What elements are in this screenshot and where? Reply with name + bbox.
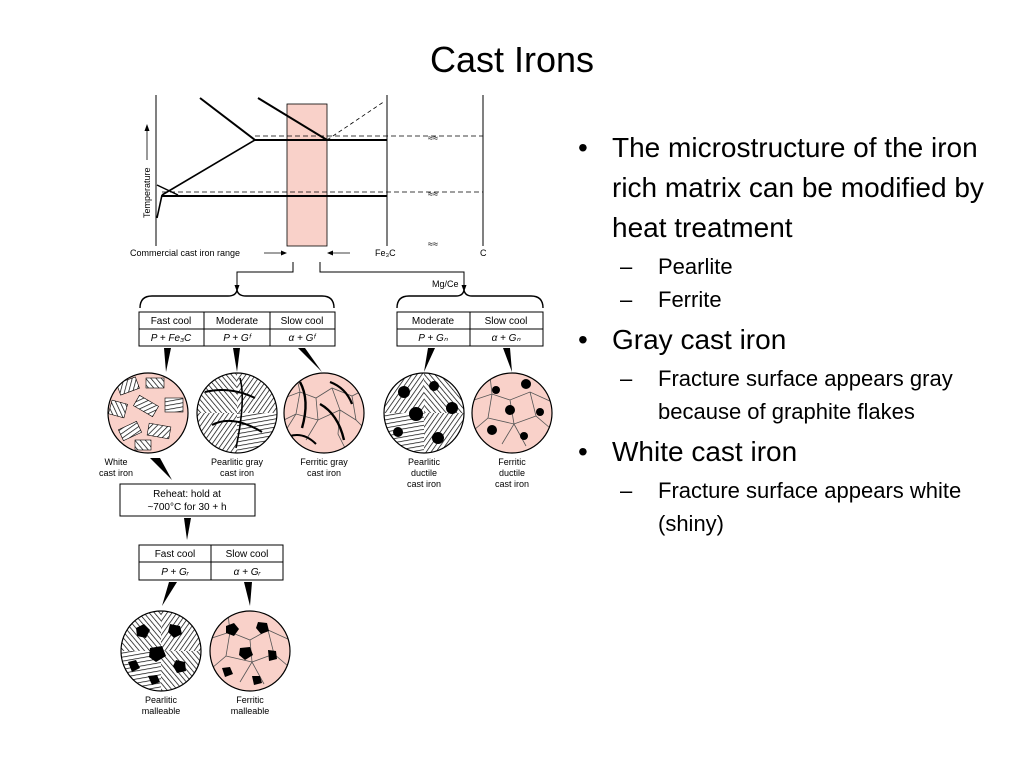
solidus-line — [161, 139, 256, 196]
phase-diagram: Temperature ≈≈ ≈≈ ≈≈ Commercial cast iro… — [130, 95, 487, 258]
bullet-text: The microstructure of the iron rich matr… — [612, 132, 984, 243]
hdr-ductile-moderate: Moderate — [412, 316, 455, 327]
brace-right — [396, 289, 544, 309]
hdr-ductile-slow: Slow cool — [485, 316, 528, 327]
dash-glyph: – — [620, 366, 633, 391]
sub-bullet-item: –Fracture surface appears white (shiny) — [612, 474, 1002, 540]
phase-a-gn: α + Gₙ — [492, 333, 522, 344]
range-arrow-left-head — [281, 250, 287, 256]
label-fgray-1: Ferritic gray — [300, 457, 348, 467]
y-axis-label: Temperature — [142, 167, 152, 218]
dash-glyph: – — [620, 478, 633, 503]
cast-iron-diagram: Temperature ≈≈ ≈≈ ≈≈ Commercial cast iro… — [99, 95, 553, 716]
bullet-item: • Gray cast iron –Fracture surface appea… — [572, 320, 1002, 428]
dash-glyph: – — [620, 254, 633, 279]
axis-break-3: ≈≈ — [428, 239, 438, 249]
dash-glyph: – — [620, 287, 633, 312]
fe3c-label: Fe₃C — [375, 248, 396, 258]
sub-bullet-text: Fracture surface appears gray because of… — [658, 366, 953, 424]
sub-bullet-list: –Fracture surface appears gray because o… — [612, 362, 1002, 428]
sub-bullet-item: –Ferrite — [612, 283, 1002, 316]
label-fmall-2: malleable — [231, 706, 270, 716]
range-label: Commercial cast iron range — [130, 248, 240, 258]
axis-break-2: ≈≈ — [428, 189, 438, 199]
hdr-mall-slow: Slow cool — [226, 549, 269, 560]
hdr-fast-cool: Fast cool — [151, 316, 192, 327]
axis-arrow-head — [144, 124, 150, 131]
hdr-slow-cool: Slow cool — [281, 316, 324, 327]
label-white-1: White — [104, 457, 127, 467]
phase-p-gn: P + Gₙ — [418, 333, 448, 344]
wedge-arrows-top — [164, 348, 512, 372]
brace-left — [139, 289, 335, 309]
micro-pearlitic-gray — [197, 373, 277, 453]
phase-p-gf: P + Gᶠ — [223, 333, 251, 344]
reheat-line-2: ~700°C for 30 + h — [147, 502, 226, 513]
range-arrow-right-head — [327, 250, 333, 256]
bullet-text: Gray cast iron — [612, 324, 787, 355]
bullet-glyph: • — [578, 132, 588, 163]
bullet-list: • The microstructure of the iron rich ma… — [572, 128, 1002, 544]
micro-ferritic-ductile — [472, 373, 552, 453]
micro-pearlitic-ductile — [384, 373, 464, 453]
phase-a-gf: α + Gᶠ — [289, 333, 317, 344]
reheat-line-1: Reheat: hold at — [153, 489, 221, 500]
arrow-white-branch — [234, 285, 240, 292]
label-pmall-1: Pearlitic — [145, 695, 178, 705]
bullet-text: White cast iron — [612, 436, 798, 467]
label-pduct-2: ductile — [411, 468, 437, 478]
wedge-to-reheat — [150, 458, 172, 480]
slide-title: Cast Irons — [429, 39, 595, 80]
connectors — [236, 262, 465, 288]
micro-pearlitic-malleable — [121, 611, 201, 691]
reheat-box: Reheat: hold at ~700°C for 30 + h — [119, 483, 256, 517]
bullet-glyph: • — [578, 436, 588, 467]
sub-bullet-item: –Pearlite — [612, 250, 1002, 283]
table-ductile-branch: Moderate Slow cool P + Gₙ α + Gₙ — [396, 311, 544, 347]
phase-p-fe3c: P + Fe₃C — [151, 333, 192, 344]
micro-white-cast-iron — [108, 373, 188, 453]
delta-line — [156, 184, 179, 196]
phase-a-gr: α + Gᵣ — [234, 567, 262, 578]
label-fduct-3: cast iron — [495, 479, 529, 489]
label-fmall-1: Ferritic — [236, 695, 264, 705]
label-pduct-3: cast iron — [407, 479, 441, 489]
sub-bullet-text: Fracture surface appears white (shiny) — [658, 478, 962, 536]
c-label: C — [480, 248, 487, 258]
micro-ferritic-gray — [284, 373, 364, 453]
label-pduct-1: Pearlitic — [408, 457, 441, 467]
hdr-moderate: Moderate — [216, 316, 259, 327]
sub-bullet-list: –Fracture surface appears white (shiny) — [612, 474, 1002, 540]
label-white-2: cast iron — [99, 468, 133, 478]
hdr-mall-fast: Fast cool — [155, 549, 196, 560]
liquidus-right — [257, 97, 328, 141]
sub-bullet-item: –Fracture surface appears gray because o… — [612, 362, 1002, 428]
wedge-to-pmall — [162, 582, 177, 606]
label-fduct-1: Ferritic — [498, 457, 526, 467]
arrow-ductile-branch — [461, 285, 467, 292]
table-malleable-branch: Fast cool Slow cool P + Gᵣ α + Gᵣ — [138, 544, 284, 581]
wedge-to-malleable-table — [184, 518, 191, 540]
label-pmall-2: malleable — [142, 706, 181, 716]
bullet-item: • White cast iron –Fracture surface appe… — [572, 432, 1002, 540]
label-fgray-2: cast iron — [307, 468, 341, 478]
axis-break-1: ≈≈ — [428, 133, 438, 143]
label-pgray-2: cast iron — [220, 468, 254, 478]
label-pgray-1: Pearlitic gray — [211, 457, 264, 467]
sub-bullet-list: –Pearlite –Ferrite — [612, 250, 1002, 316]
micro-ferritic-malleable — [210, 611, 290, 691]
commercial-range-band — [286, 103, 328, 247]
phase-p-gr: P + Gᵣ — [161, 567, 189, 578]
sub-bullet-text: Ferrite — [658, 287, 722, 312]
sub-bullet-text: Pearlite — [658, 254, 733, 279]
liquidus-left — [199, 97, 256, 141]
solidus-line-2 — [156, 194, 163, 219]
bullet-glyph: • — [578, 324, 588, 355]
table-white-branch: Fast cool Moderate Slow cool P + Fe₃C P … — [138, 311, 336, 347]
mgce-label: Mg/Ce — [432, 279, 459, 289]
wedge-to-fmall — [244, 582, 252, 606]
label-fduct-2: ductile — [499, 468, 525, 478]
bullet-item: • The microstructure of the iron rich ma… — [572, 128, 1002, 316]
liquidus-dashed — [326, 100, 386, 141]
